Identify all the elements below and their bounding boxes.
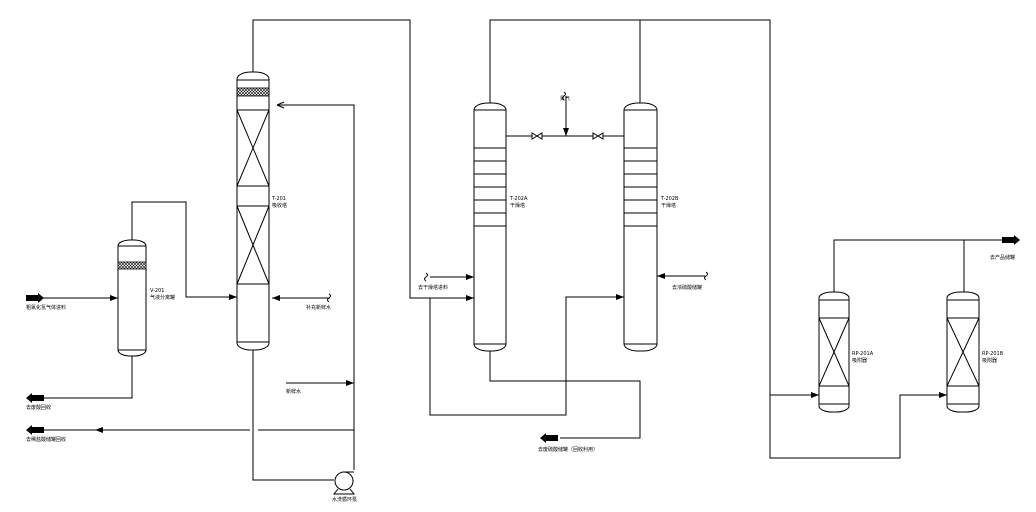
stream-t201-bottom-out: 去稀盐酸储罐回收	[26, 436, 66, 443]
stream-t201-side: 补充新鲜水	[306, 304, 331, 311]
adsorber-rp201b	[946, 291, 980, 413]
pump-name: 水洗循环泵	[332, 496, 357, 503]
t201-tag: T-201	[271, 196, 286, 202]
adsorber-rp201a	[818, 291, 850, 413]
flow-arrows	[26, 128, 1020, 443]
rp201a-name: 吸附器	[852, 357, 867, 364]
t202a-name: 干燥塔	[510, 202, 525, 209]
piping	[40, 19, 1010, 481]
rp201b-tag: RP-201B	[982, 351, 1004, 357]
t202b-name: 干燥塔	[661, 202, 676, 209]
rp201b-name: 吸附器	[982, 357, 997, 364]
column-t202b	[623, 102, 658, 352]
pump-icon	[332, 471, 356, 495]
stream-product-out: 去产品储罐	[990, 254, 1015, 261]
t202b-tag: T-202B	[660, 196, 679, 202]
labels: V-201 气液分离罐 T-201 吸收塔 T-202A 干燥塔 T-202B …	[26, 95, 1015, 503]
stream-water-in: 新鲜水	[286, 388, 301, 395]
break-marks	[327, 91, 708, 303]
stream-feed-in: 粗氯化氢气体进料	[26, 304, 66, 311]
stream-v201-out: 去废酸回收	[26, 404, 51, 411]
column-t202a	[473, 102, 507, 352]
t201-name: 吸收塔	[272, 202, 287, 209]
stream-t202a-in: 去干燥塔进料	[418, 284, 448, 291]
column-t201	[236, 71, 270, 351]
gate-valve	[592, 132, 604, 140]
t202a-tag: T-202A	[509, 196, 528, 202]
stream-nitrogen: 氮气	[560, 95, 570, 102]
vessel-v201	[117, 239, 147, 357]
v201-tag: V-201	[150, 288, 164, 294]
stream-acid-out: 去废硫酸储罐（回收利用）	[538, 446, 598, 453]
gate-valve	[531, 132, 543, 140]
v201-name: 气液分离罐	[150, 294, 175, 301]
stream-t202b-side: 去浓硫酸储罐	[672, 284, 702, 291]
rp201a-tag: RP-201A	[852, 351, 874, 357]
